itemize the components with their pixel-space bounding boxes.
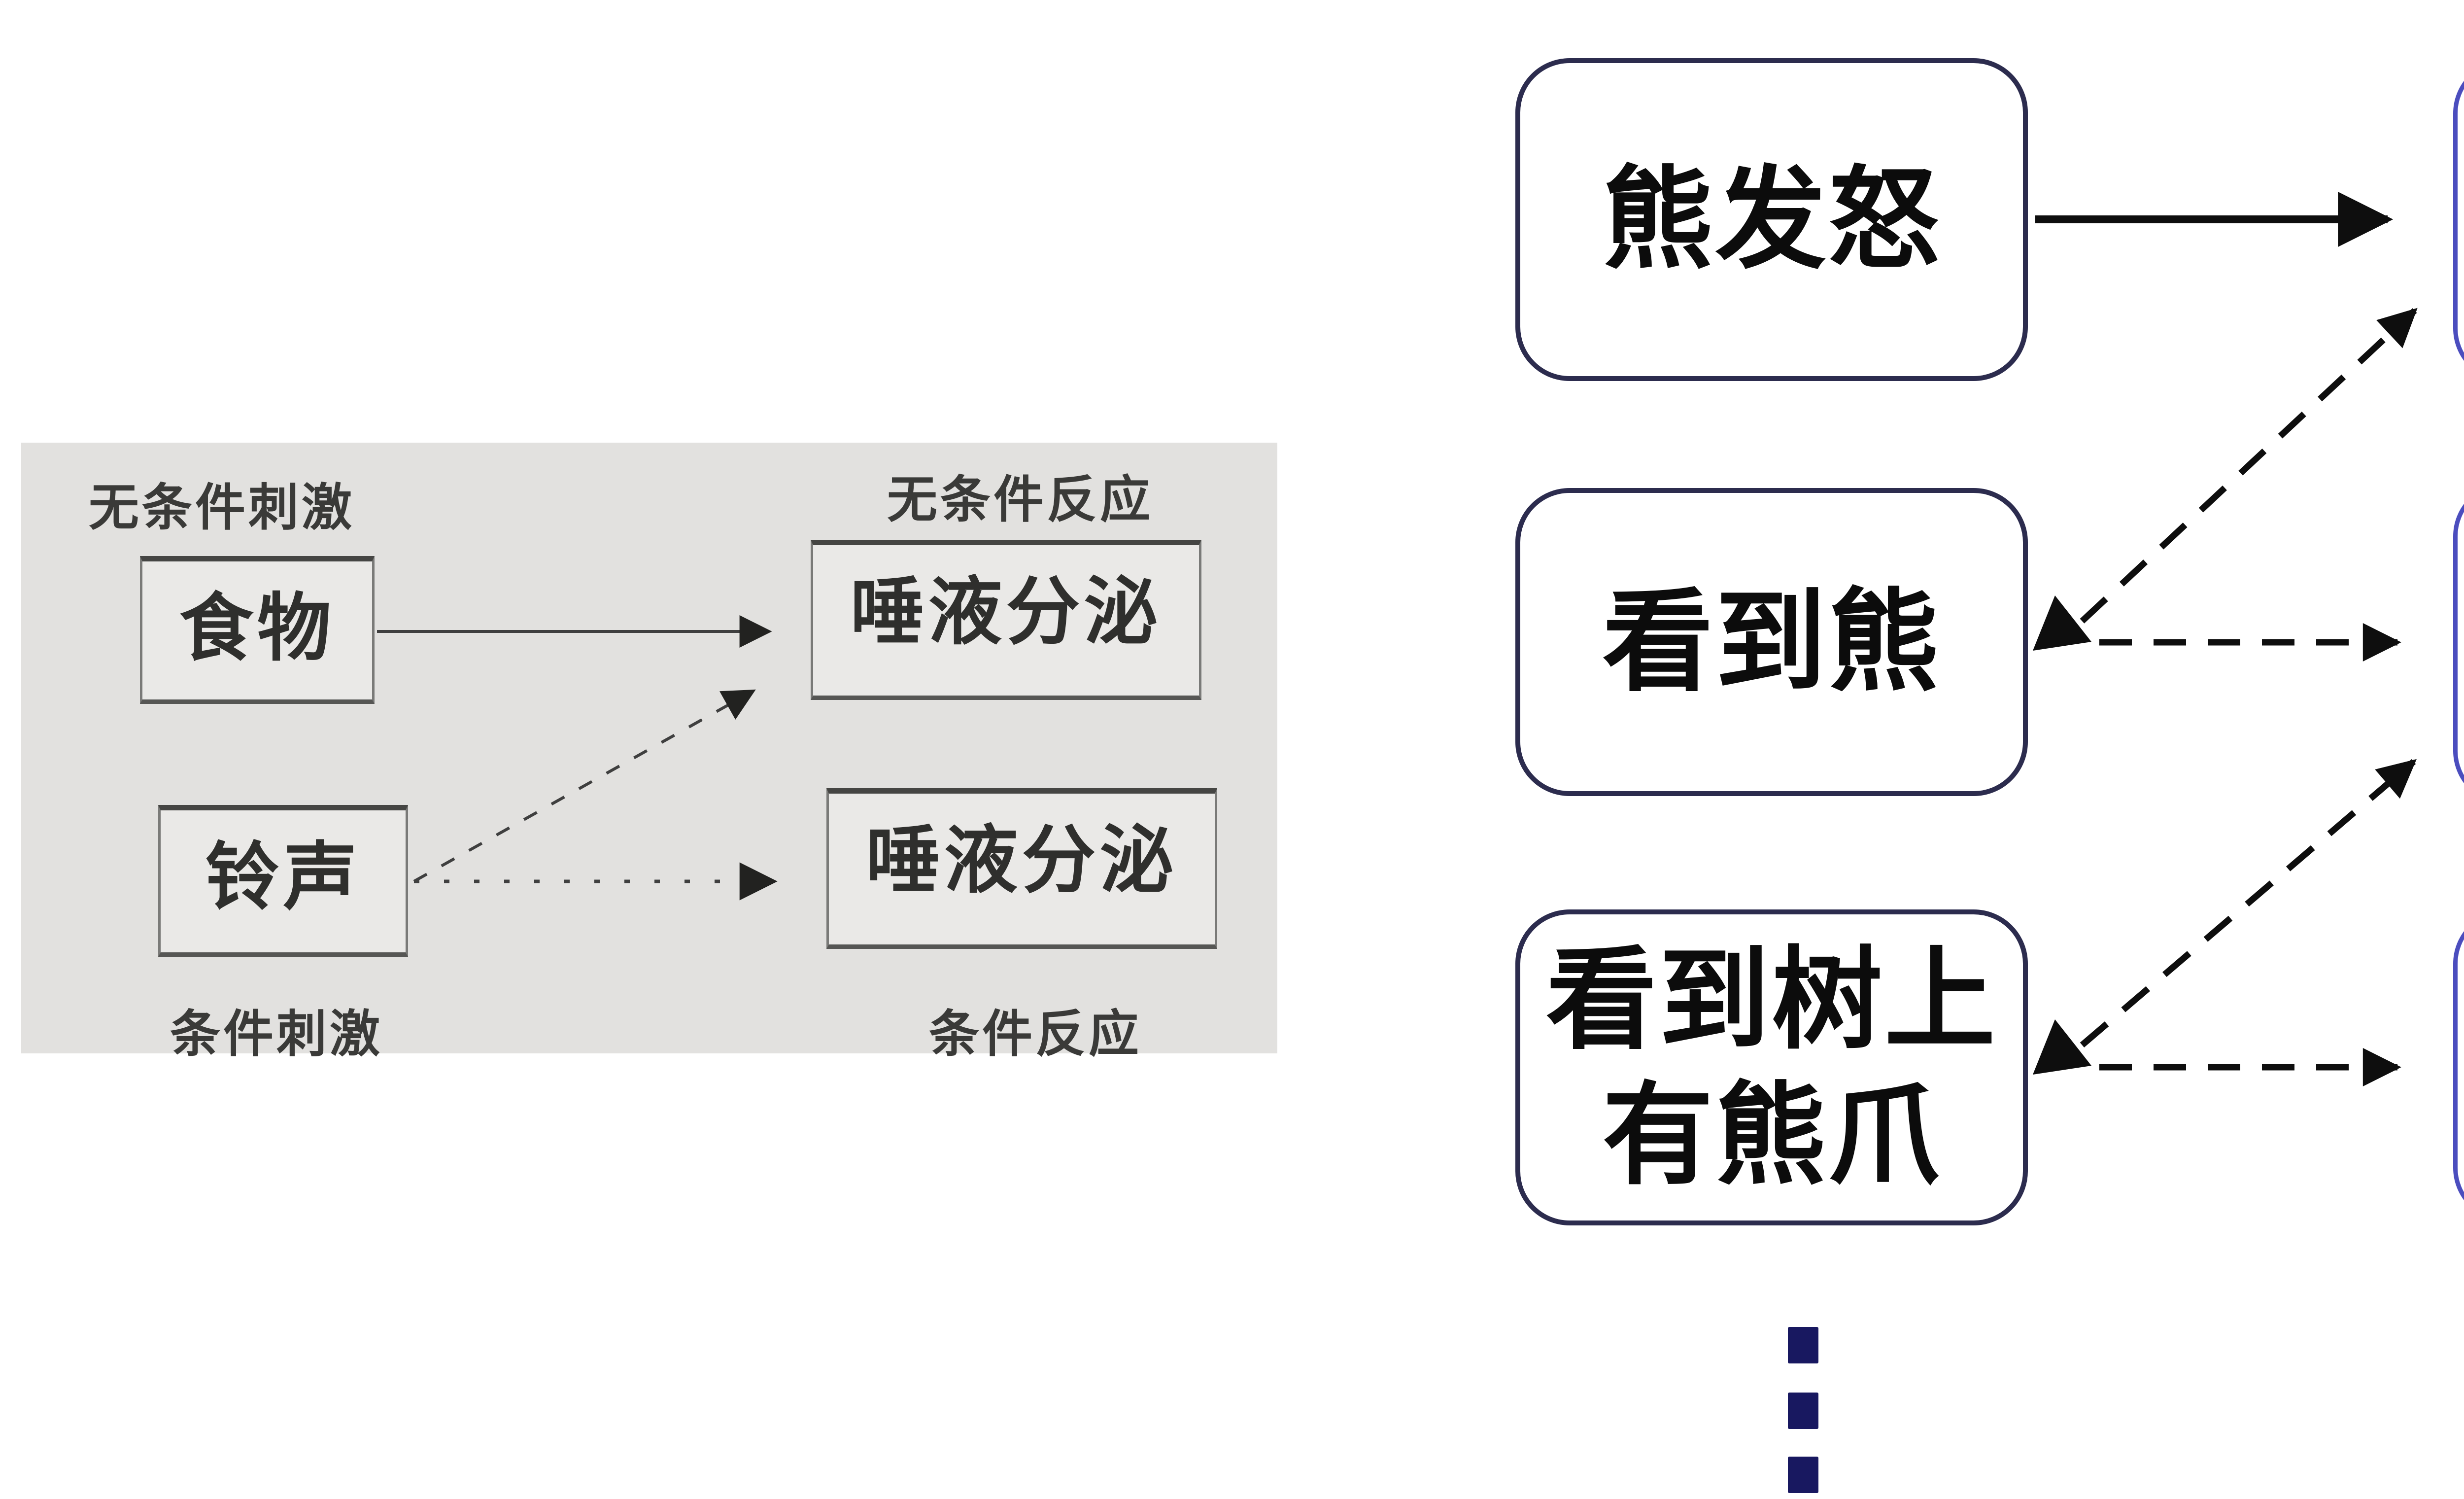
box-bell-label: 铃声 [205,836,361,918]
box-food-label: 食物 [179,587,335,669]
arrowhead-into-seeclaw [2033,1019,2091,1075]
box-see-bear: 看到熊 [1515,488,2028,796]
box-bear-angry: 熊发怒 [1515,58,2028,381]
box-see-claw: 看到树上 有熊爪 [1515,909,2028,1225]
arrowhead-into-seebear [2033,595,2091,651]
dashed-arrow-seebear-to-reward [2080,308,2418,624]
box-saliva-bottom-label: 唾液分泌 [866,819,1178,902]
box-value-next-state: V(s′) [2453,482,2464,805]
box-saliva-top-label: 唾液分泌 [850,570,1162,653]
box-food: 食物 [140,556,375,704]
box-reward: 奖励 [2453,59,2464,383]
conditioning-panel: 无条件刺激 无条件反应 条件刺激 条件反应 食物 唾液分泌 铃声 唾液分泌 [21,443,1277,1062]
label-unconditioned-stimulus: 无条件刺激 [89,480,355,536]
dashed-arrow-seeclaw-to-value-next [2080,759,2417,1047]
box-see-bear-label: 看到熊 [1602,580,1941,704]
box-value-state: V(s) [2453,909,2464,1222]
box-saliva-bottom: 唾液分泌 [826,788,1217,949]
box-bell: 铃声 [158,805,408,957]
label-unconditioned-response: 无条件反应 [887,472,1153,528]
box-saliva-top: 唾液分泌 [811,540,1201,700]
ellipsis-left-icon [1788,1327,1818,1493]
label-conditioned-stimulus: 条件刺激 [170,1006,383,1062]
box-see-claw-label: 看到树上 有熊爪 [1546,938,1997,1197]
box-bear-angry-label: 熊发怒 [1602,157,1941,282]
label-conditioned-response: 条件反应 [929,1006,1142,1062]
